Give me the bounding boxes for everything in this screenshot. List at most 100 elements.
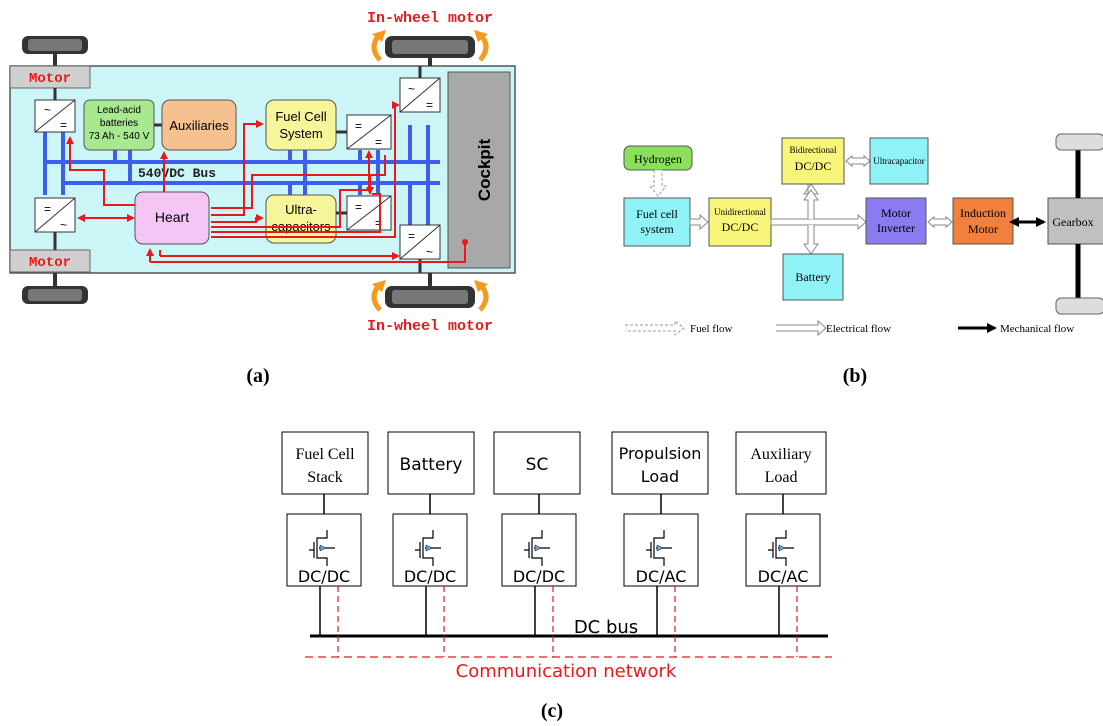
in-wheel-motor-label-top: In-wheel motor (367, 10, 493, 27)
battery-label-1: Lead-acid (97, 105, 141, 116)
transistor-icon (768, 530, 794, 566)
motor-inverter-box (865, 197, 927, 245)
converter-box (392, 513, 468, 587)
unidirectional-dcdc-box (708, 197, 772, 247)
network-label: Communication network (456, 661, 677, 682)
electrical-flow-down (803, 225, 819, 255)
cockpit-label: Cockpit (475, 138, 494, 201)
svg-text:~: ~ (408, 82, 415, 96)
svg-text:~: ~ (60, 218, 67, 232)
wheel-top-right (385, 36, 475, 66)
auxiliaries-label: Auxiliaries (169, 118, 229, 133)
legend-fuel-label: Fuel flow (690, 323, 733, 335)
transistor-icon (415, 530, 441, 566)
electrical-bus (770, 213, 867, 231)
converter-label: DC/DC (404, 567, 456, 586)
battery-label-2: batteries (100, 118, 138, 129)
gearbox-label: Gearbox (1052, 215, 1093, 229)
hydrogen-label: Hydrogen (634, 152, 682, 166)
legend-fuel-arrow (625, 319, 685, 337)
motor-inverter-label-1: Motor (881, 206, 911, 220)
cockpit-box (447, 71, 511, 269)
in-wheel-motor-label-bottom: In-wheel motor (367, 318, 493, 335)
bidirectional-label-2: DC/DC (795, 159, 832, 173)
svg-text:=: = (375, 216, 382, 230)
panel-b: Hydrogen Fuel cell system Unidirectional… (623, 133, 1103, 387)
converter-top-left: ~ = (34, 99, 76, 133)
fuel-cell-system-label-2: system (640, 222, 674, 236)
legend-mechanical-label: Mechanical flow (1000, 323, 1074, 335)
svg-text:~: ~ (44, 103, 51, 117)
signal-lines (66, 101, 466, 263)
wheel-top-left (22, 36, 88, 66)
converter-label: DC/AC (758, 567, 809, 586)
fuel-cell-system-label-1: Fuel cell (636, 207, 678, 221)
auxiliaries-box (161, 99, 237, 151)
source-load-box (493, 431, 581, 495)
svg-text:=: = (355, 119, 362, 133)
induction-motor-label-2: Motor (968, 222, 998, 236)
converter-bottom-left: = ~ (34, 197, 76, 233)
fuel-cell-label-2: System (279, 126, 322, 141)
bidirectional-label-1: Bidirectional (790, 145, 837, 155)
dc-bus-label: DC bus (574, 617, 638, 638)
bidirectional-dcdc-box (781, 137, 845, 185)
unidirectional-label-2: DC/DC (722, 220, 759, 234)
svg-text:~: ~ (426, 245, 433, 259)
box-label: Battery (400, 455, 463, 475)
converter-fuel-cell: = = (346, 114, 392, 150)
source-load-box (735, 431, 827, 495)
wheel-icon (1055, 133, 1103, 151)
ultracap-label-1: Ultra- (285, 202, 317, 217)
caption-b: (b) (843, 365, 867, 387)
wheel-icon (1055, 297, 1103, 315)
legend-electrical-label: Electrical flow (826, 323, 891, 335)
motor-label-bottom: Motor (29, 255, 71, 271)
fuel-cell-system-box (623, 197, 691, 247)
caption-a: (a) (246, 365, 269, 387)
box-label-line2: Stack (307, 469, 343, 486)
converter-box (501, 513, 577, 587)
box-label-line1: Fuel Cell (295, 446, 355, 463)
motor-label-top: Motor (29, 71, 71, 87)
gearbox-box (1047, 197, 1103, 245)
converter-box (286, 513, 362, 587)
wheel-bottom-right (385, 273, 475, 308)
box-label-line1: Propulsion (619, 444, 702, 463)
svg-text:=: = (44, 202, 51, 216)
motor-box-top (9, 65, 91, 89)
svg-text:=: = (408, 229, 415, 243)
panel-a: In-wheel motor In-wheel motor Motor Moto… (9, 10, 516, 387)
electrical-flow-up (803, 189, 819, 219)
converter-label: DC/DC (298, 567, 350, 586)
converter-box (623, 513, 699, 587)
fuel-cell-label-1: Fuel Cell (275, 109, 326, 124)
source-load-box (611, 431, 709, 495)
converter-ultracap: = = (346, 195, 392, 231)
box-label: SC (526, 455, 549, 475)
transistor-icon (309, 530, 335, 566)
converter-bottom-right: = ~ (399, 224, 441, 260)
legend-electrical-arrow (776, 319, 827, 337)
battery-box-b (782, 253, 844, 301)
battery-label-b: Battery (795, 270, 830, 284)
battery-label-3: 73 Ah - 540 V (89, 131, 150, 142)
svg-text:=: = (426, 98, 433, 112)
induction-motor-box (952, 197, 1014, 245)
motor-inverter-label-2: Inverter (877, 221, 915, 235)
induction-motor-label-1: Induction (960, 206, 1006, 220)
converter-label: DC/AC (636, 567, 687, 586)
source-load-box (387, 431, 475, 495)
wheel-bottom-left (22, 273, 88, 304)
box-label-line2: Load (641, 467, 679, 486)
heart-label: Heart (155, 209, 189, 225)
bus-label: 540VDC Bus (138, 166, 216, 181)
source-load-box (281, 431, 369, 495)
svg-text:=: = (355, 200, 362, 214)
caption-c: (c) (541, 700, 563, 722)
motor-box-bottom (9, 249, 91, 273)
